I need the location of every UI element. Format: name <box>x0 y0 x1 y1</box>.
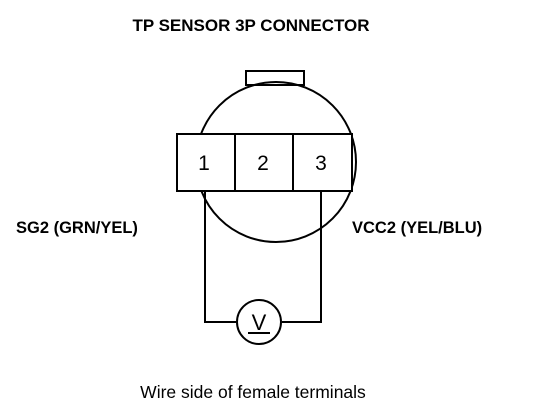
voltmeter-lead-pin-3 <box>282 191 322 323</box>
pin-3-label: 3 <box>315 152 327 175</box>
voltmeter-symbol: V <box>252 310 267 335</box>
pin-2-label: 2 <box>257 152 269 175</box>
diagram-title: TP SENSOR 3P CONNECTOR <box>132 16 369 35</box>
pin-1-label: 1 <box>198 152 210 175</box>
sg2-wire-label: SG2 (GRN/YEL) <box>16 219 138 237</box>
vcc2-wire-label: VCC2 (YEL/BLU) <box>352 219 482 237</box>
terminal-block <box>176 133 353 192</box>
diagram-caption: Wire side of female terminals <box>140 382 366 402</box>
connector-lock-tab <box>245 70 305 86</box>
voltmeter-icon <box>236 299 282 345</box>
voltmeter-lead-pin-1 <box>204 191 236 323</box>
